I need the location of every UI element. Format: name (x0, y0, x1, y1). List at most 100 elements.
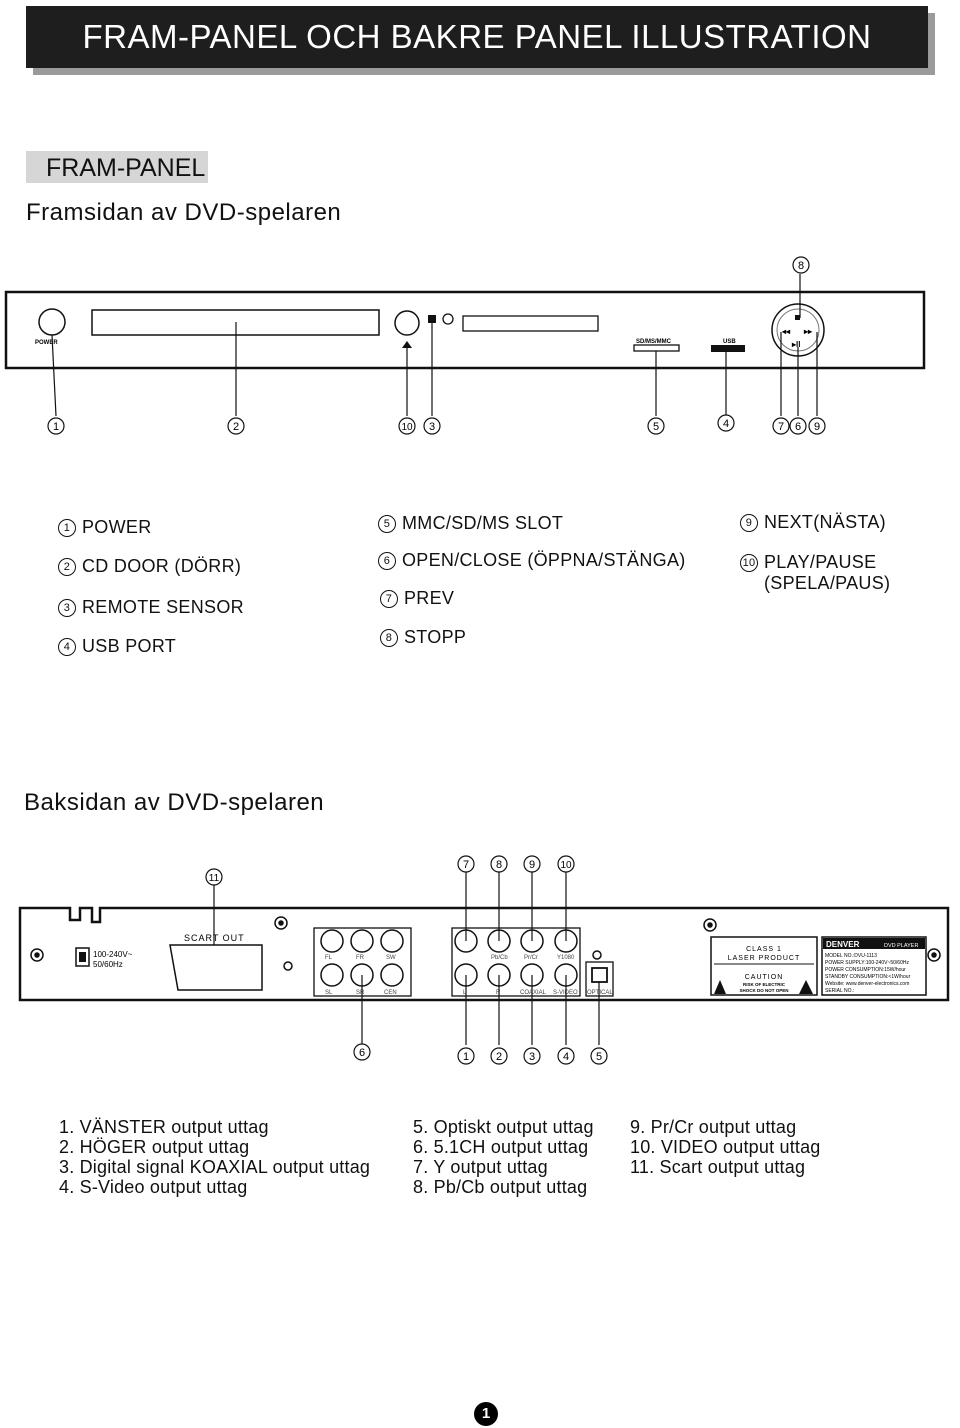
warning-icon-right (799, 980, 813, 994)
rear-leader-lines (213, 872, 600, 1045)
svg-text:6: 6 (359, 1047, 365, 1059)
svg-text:9: 9 (529, 859, 535, 871)
optical-port (591, 967, 608, 983)
svg-text:SL: SL (325, 990, 333, 996)
callout-6-rear: 6 (353, 1043, 371, 1061)
brand-logo: DENVER (826, 940, 860, 949)
svg-text:3: 3 (529, 1051, 535, 1063)
rear-callouts: 11 7 8 9 10 6 1 2 3 4 5 (205, 855, 608, 1065)
svg-text:Website: www.denver-electronic: Website: www.denver-electronics.com (825, 981, 909, 987)
callout-1: 1 (47, 417, 65, 435)
callout-9: 9 (808, 417, 826, 435)
output-item: 10. VIDEO output uttag (630, 1137, 821, 1157)
callout-11: 11 (205, 868, 223, 886)
rear-panel-diagram: 100-240V~ 50/60Hz SCART OUT FL FR SW Pb/… (18, 855, 950, 1065)
output-item: 6. 5.1CH output uttag (413, 1137, 589, 1157)
sensor-grille (442, 313, 454, 325)
open-close-button (394, 310, 420, 336)
svg-text:4: 4 (563, 1051, 569, 1063)
card-slot-label: SD/MS/MMC (636, 339, 672, 345)
svg-text:CEN: CEN (384, 990, 397, 996)
front-leader-lines (51, 274, 818, 417)
power-button (38, 308, 66, 336)
laser-class: CLASS 1 (746, 946, 782, 953)
caution-text: CAUTION (745, 974, 784, 981)
callout-5-rear: 5 (590, 1047, 608, 1065)
output-item: 11. Scart output uttag (630, 1157, 806, 1177)
page-title: FRAM-PANEL OCH BAKRE PANEL ILLUSTRATION (82, 18, 872, 55)
svg-text:7: 7 (778, 421, 784, 433)
plate-title: DVD PLAYER (884, 943, 918, 949)
svg-text:2: 2 (496, 1051, 502, 1063)
svg-text:5: 5 (653, 421, 659, 433)
output-item: 1. VÄNSTER output uttag (59, 1117, 269, 1137)
output-item: 9. Pr/Cr output uttag (630, 1117, 797, 1137)
callout-7: 7 (772, 417, 790, 435)
output-item: 8. Pb/Cb output uttag (413, 1177, 588, 1197)
scart-connector (169, 944, 263, 991)
svg-text:10: 10 (401, 422, 413, 433)
svg-text:Pb/Cb: Pb/Cb (491, 955, 508, 961)
card-slot (633, 344, 680, 352)
output-item: 7. Y output uttag (413, 1157, 548, 1177)
callout-2-rear: 2 (490, 1047, 508, 1065)
output-list-col1: 1. VÄNSTER output uttag 2. HÖGER output … (59, 1117, 370, 1197)
callout-3-rear: 3 (523, 1047, 541, 1065)
svg-text:MODEL NO.:DVU-1113: MODEL NO.:DVU-1113 (825, 953, 877, 959)
stop-icon (795, 315, 800, 320)
eject-icon (402, 341, 412, 348)
power-label: POWER (35, 340, 58, 346)
callout-4: 4 (717, 414, 735, 432)
callout-8: 8 (792, 256, 810, 274)
output-item: 2. HÖGER output uttag (59, 1137, 250, 1157)
svg-text:4: 4 (723, 418, 729, 430)
svg-text:10: 10 (560, 860, 572, 871)
svg-text:7: 7 (463, 859, 469, 871)
usb-port (711, 345, 745, 352)
svg-text:1: 1 (53, 421, 59, 433)
output-list-col3: 9. Pr/Cr output uttag 10. VIDEO output u… (630, 1117, 821, 1177)
section-tag-front: FRAM-PANEL (26, 151, 208, 183)
page-number: 1 (474, 1402, 498, 1426)
callout-10-rear: 10 (557, 855, 575, 873)
display-window (462, 315, 599, 332)
callout-7-rear: 7 (457, 855, 475, 873)
warning-icon-left (714, 980, 726, 994)
svg-text:5: 5 (596, 1051, 602, 1063)
remote-sensor-window (428, 315, 436, 323)
svg-text:3: 3 (429, 421, 435, 433)
svg-text:8: 8 (496, 859, 502, 871)
svg-text:SR: SR (356, 990, 365, 996)
svg-text:1: 1 (463, 1051, 469, 1063)
svg-text:SW: SW (386, 955, 396, 961)
front-callouts: 8 1 2 10 3 5 4 7 6 9 (47, 256, 826, 435)
prev-icon: ◂◂ (781, 327, 791, 336)
output-list-col2: 5. Optiskt output uttag 6. 5.1CH output … (413, 1117, 594, 1197)
svg-text:POWER CONSUMPTION:15W/hour: POWER CONSUMPTION:15W/hour (825, 967, 906, 973)
plate-lines: MODEL NO.:DVU-1113 POWER SUPPLY:100-240V… (825, 953, 911, 994)
callout-9-rear: 9 (523, 855, 541, 873)
svg-text:POWER SUPPLY:100-240V~50/60Hz: POWER SUPPLY:100-240V~50/60Hz (825, 960, 909, 966)
rear-screws (30, 916, 941, 971)
svg-text:L: L (463, 990, 467, 996)
legend-item-play-pause-sv: (SPELA/PAUS) (764, 573, 891, 593)
svg-text:8: 8 (798, 260, 804, 272)
callout-6: 6 (789, 417, 807, 435)
callout-1-rear: 1 (457, 1047, 475, 1065)
callout-10: 10 (398, 417, 416, 435)
svg-text:11: 11 (209, 873, 220, 884)
power-freq-label: 50/60Hz (93, 960, 123, 969)
laser-product: LASER PRODUCT (728, 955, 801, 962)
svg-text:STANDBY CONSUMPTION:<1W/hour: STANDBY CONSUMPTION:<1W/hour (825, 974, 911, 980)
svg-text:9: 9 (814, 421, 820, 433)
play-pause-icon: ▸ll (791, 340, 800, 349)
laser-caution-label (710, 936, 818, 996)
